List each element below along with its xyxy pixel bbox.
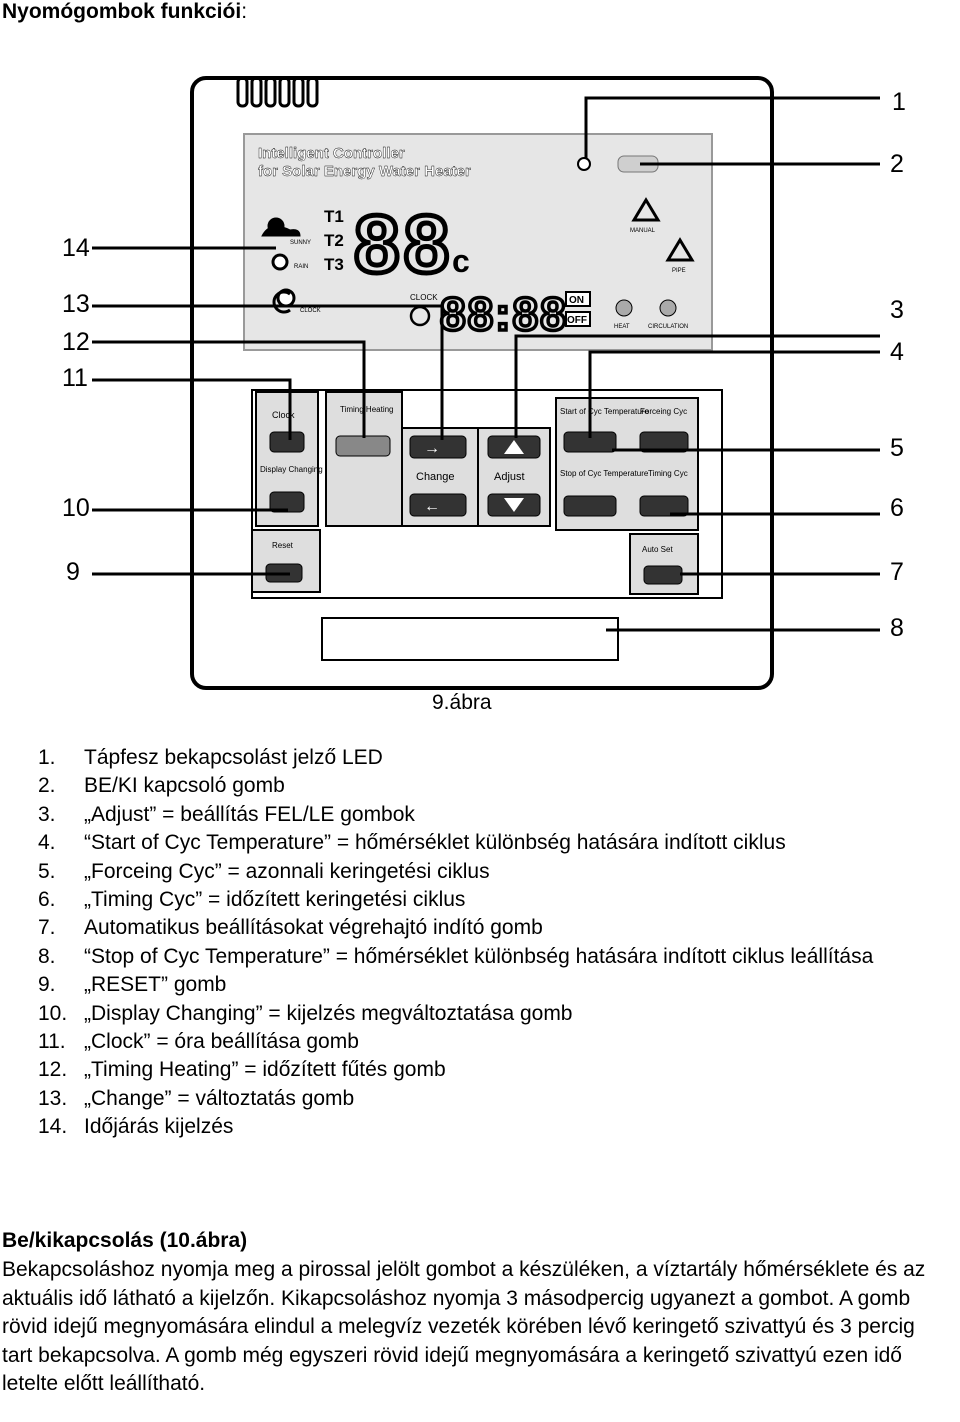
list-item: 7.Automatikus beállításokat végrehajtó i… xyxy=(38,916,543,940)
clock-arc-icon xyxy=(272,290,291,314)
list-item: 11.„Clock” = óra beállítása gomb xyxy=(38,1030,359,1054)
callout-3: 3 xyxy=(890,296,904,324)
clock-label: CLOCK xyxy=(410,293,438,302)
list-item: 6.„Timing Cyc” = időzített keringetési c… xyxy=(38,888,466,912)
off-label: OFF xyxy=(567,315,587,326)
pipe-warning-icon xyxy=(665,237,695,262)
list-item: 2.BE/KI kapcsoló gomb xyxy=(38,774,285,798)
list-item: 5.„Forceing Cyc” = azonnali keringetési … xyxy=(38,859,490,883)
manual-warning-icon xyxy=(631,197,661,222)
callout-4: 4 xyxy=(890,338,904,366)
temperature-unit: c xyxy=(452,243,470,279)
t3-label: T3 xyxy=(324,255,344,274)
figure-caption: 9.ábra xyxy=(432,691,492,714)
callout-7: 7 xyxy=(890,558,904,586)
change-label: Change xyxy=(416,471,455,483)
clock-digits: 88:88 xyxy=(440,288,568,340)
auto-set-label: Auto Set xyxy=(642,545,673,554)
circulation-icon xyxy=(659,299,677,317)
change-right-icon: → xyxy=(424,440,440,457)
timing-cyc-label: Timing Cyc xyxy=(648,469,688,478)
clock-small-label: CLOCK xyxy=(300,308,321,314)
heat-icon xyxy=(615,299,633,317)
arrow-down-icon xyxy=(504,498,524,512)
t2-label: T2 xyxy=(324,231,344,250)
callout-2: 2 xyxy=(890,150,904,178)
callout-8: 8 xyxy=(890,614,904,642)
callout-1: 1 xyxy=(892,88,906,116)
callout-10: 10 xyxy=(62,494,90,522)
stop-cyc-button xyxy=(563,495,617,517)
list-item: 13.„Change” = változtatás gomb xyxy=(38,1086,355,1110)
rain-label: RAIN xyxy=(294,264,308,270)
start-cyc-label: Start of Cyc Temperature xyxy=(560,407,649,416)
change-down-button xyxy=(409,493,467,517)
list-item: 10.„Display Changing” = kijelzés megvált… xyxy=(38,1001,573,1025)
list-item: 14.Időjárás kijelzés xyxy=(38,1115,234,1139)
timing-heating-label: Timing Heating xyxy=(340,405,394,414)
display-changing-button xyxy=(269,491,305,513)
callout-9: 9 xyxy=(66,558,80,586)
change-left-icon: ← xyxy=(424,498,440,515)
reset-label: Reset xyxy=(272,541,294,550)
manual-label: MANUAL xyxy=(630,228,656,234)
timing-cyc-button xyxy=(639,495,689,517)
list-item: 12.„Timing Heating” = időzített fűtés go… xyxy=(38,1058,446,1082)
timing-heating-button xyxy=(335,435,391,457)
forceing-cyc-label: Forceing Cyc xyxy=(640,407,687,416)
callout-14: 14 xyxy=(62,234,90,262)
power-led xyxy=(577,157,591,171)
forceing-cyc-button xyxy=(639,431,689,453)
section-body: Bekapcsoláshoz nyomja meg a pirossal jel… xyxy=(2,1258,926,1396)
list-item: 8.“Stop of Cyc Temperature” = hőmérsékle… xyxy=(38,944,874,968)
heat-label: HEAT xyxy=(614,324,630,330)
list-item: 3.„Adjust” = beállítás FEL/LE gombok xyxy=(38,802,415,826)
callout-lines xyxy=(92,96,880,632)
arrow-up-icon xyxy=(504,440,524,454)
clock-button-label: Clock xyxy=(272,410,295,420)
callout-13: 13 xyxy=(62,290,90,318)
list-item: 1.Tápfesz bekapcsolást jelző LED xyxy=(38,746,383,769)
controller-title-2: for Solar Energy Water Heater xyxy=(258,163,471,180)
page-heading: Nyomógombok funkciói: xyxy=(2,0,248,23)
list-item: 4.“Start of Cyc Temperature” = hőmérsékl… xyxy=(38,831,786,855)
controller-title-1: Intelligent Controller xyxy=(258,145,405,162)
display-changing-label: Display Changing xyxy=(260,465,323,474)
callout-6: 6 xyxy=(890,494,904,522)
change-up-button xyxy=(409,435,467,459)
callout-12: 12 xyxy=(62,328,90,356)
adjust-label: Adjust xyxy=(494,471,525,483)
t1-label: T1 xyxy=(324,207,344,226)
stop-cyc-label: Stop of Cyc Temperature xyxy=(560,469,649,478)
callout-5: 5 xyxy=(890,434,904,462)
callout-11: 11 xyxy=(62,364,88,392)
auto-set-button xyxy=(643,565,683,585)
section-title: Be/kikapcsolás (10.ábra) xyxy=(2,1229,248,1252)
clock-button xyxy=(269,431,305,453)
on-label: ON xyxy=(569,295,584,306)
pipe-label: PIPE xyxy=(672,268,686,274)
circulation-label: CIRCULATION xyxy=(648,324,688,330)
sunny-label: SUNNY xyxy=(290,240,311,246)
vent-slots xyxy=(236,76,319,108)
button-function-list: 1.Tápfesz bekapcsolást jelző LED 2.BE/KI… xyxy=(0,744,960,1142)
controller-figure: Intelligent Controller for Solar Energy … xyxy=(62,76,906,690)
list-item: 9.„RESET” gomb xyxy=(38,973,227,997)
temperature-digits: 88 xyxy=(354,199,453,290)
